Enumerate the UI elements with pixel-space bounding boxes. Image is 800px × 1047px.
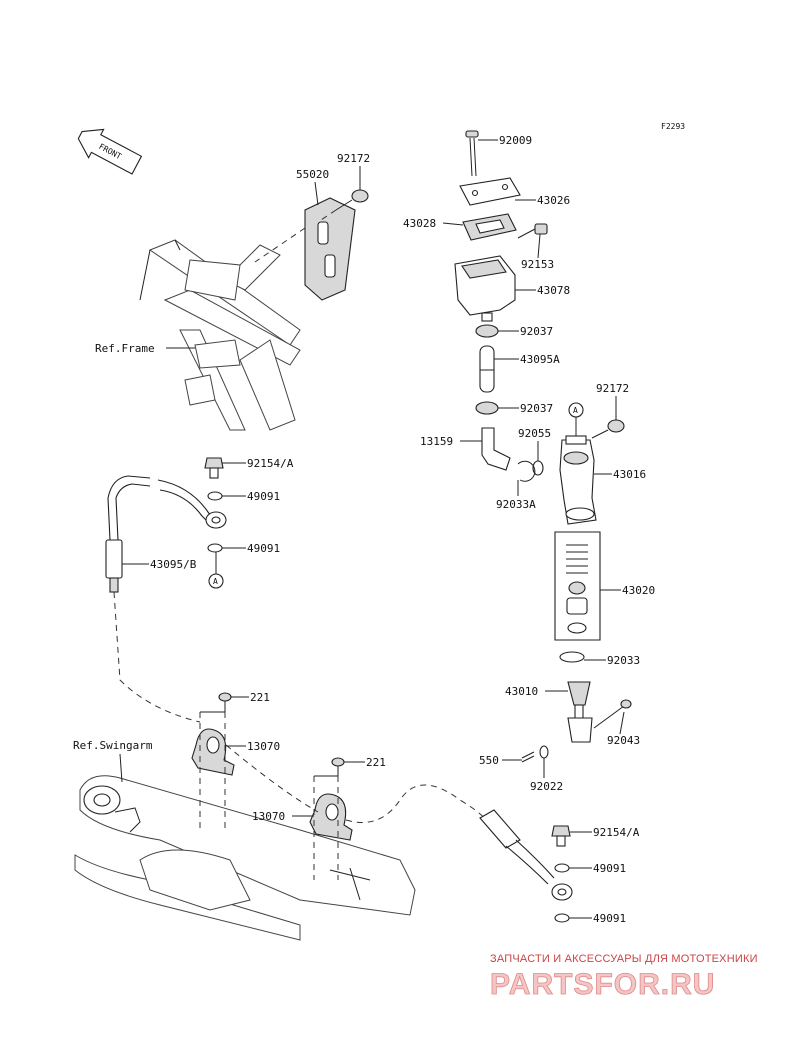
part-92043: 92043 [607, 734, 640, 747]
callout-a-label: A [213, 577, 218, 586]
part-92172-right: 92172 [596, 382, 629, 395]
part-55020: 55020 [296, 168, 329, 181]
part-92033: 92033 [607, 654, 640, 667]
part-43095b: 43095/B [150, 558, 197, 571]
callout-a-left: A [208, 552, 224, 589]
part-43095a: 43095A [520, 353, 560, 366]
part-92033a: 92033A [496, 498, 536, 511]
callout-a-label: A [573, 406, 578, 415]
part-49091-top-b: 49091 [247, 542, 280, 555]
part-49091-top-a: 49091 [247, 490, 280, 503]
front-arrow: FRONT [77, 128, 143, 175]
part-43016: 43016 [613, 468, 646, 481]
watermark-tagline: ЗАПЧАСТИ И АКСЕССУАРЫ ДЛЯ МОТОТЕХНИКИ [490, 953, 758, 965]
frame-section [139, 189, 369, 431]
part-92037-top: 92037 [520, 325, 553, 338]
left-hose-assembly [105, 457, 227, 723]
part-550: 550 [479, 754, 499, 767]
watermark: ЗАПЧАСТИ И АКСЕССУАРЫ ДЛЯ МОТОТЕХНИКИ PA… [490, 953, 758, 1001]
ref-swingarm-label: Ref.Swingarm [73, 739, 153, 752]
part-92009: 92009 [499, 134, 532, 147]
figure-code: F2293 [661, 122, 685, 131]
part-13159: 13159 [420, 435, 453, 448]
part-13070-a: 13070 [247, 740, 280, 753]
part-221-a: 221 [250, 691, 270, 704]
part-92037-bottom: 92037 [520, 402, 553, 415]
part-92172-left: 92172 [337, 152, 370, 165]
master-cylinder-assembly [454, 130, 632, 763]
part-92022: 92022 [530, 780, 563, 793]
part-49091-bottom-a: 49091 [593, 862, 626, 875]
bolt-icon [335, 189, 369, 211]
part-92055: 92055 [518, 427, 551, 440]
part-13070-b: 13070 [252, 810, 285, 823]
watermark-brand: PARTSFOR.RU [490, 968, 715, 1001]
part-92153: 92153 [521, 258, 554, 271]
part-43020: 43020 [622, 584, 655, 597]
part-43028: 43028 [403, 217, 436, 230]
ref-frame-label: Ref.Frame [95, 342, 155, 355]
part-43010: 43010 [505, 685, 538, 698]
part-43026: 43026 [537, 194, 570, 207]
part-221-b: 221 [366, 756, 386, 769]
part-43078: 43078 [537, 284, 570, 297]
callout-a-top: A [568, 402, 584, 436]
part-92154a-bottom: 92154/A [593, 826, 640, 839]
swingarm-section [74, 692, 573, 941]
part-49091-bottom-b: 49091 [593, 912, 626, 925]
part-92154a-top: 92154/A [247, 457, 294, 470]
